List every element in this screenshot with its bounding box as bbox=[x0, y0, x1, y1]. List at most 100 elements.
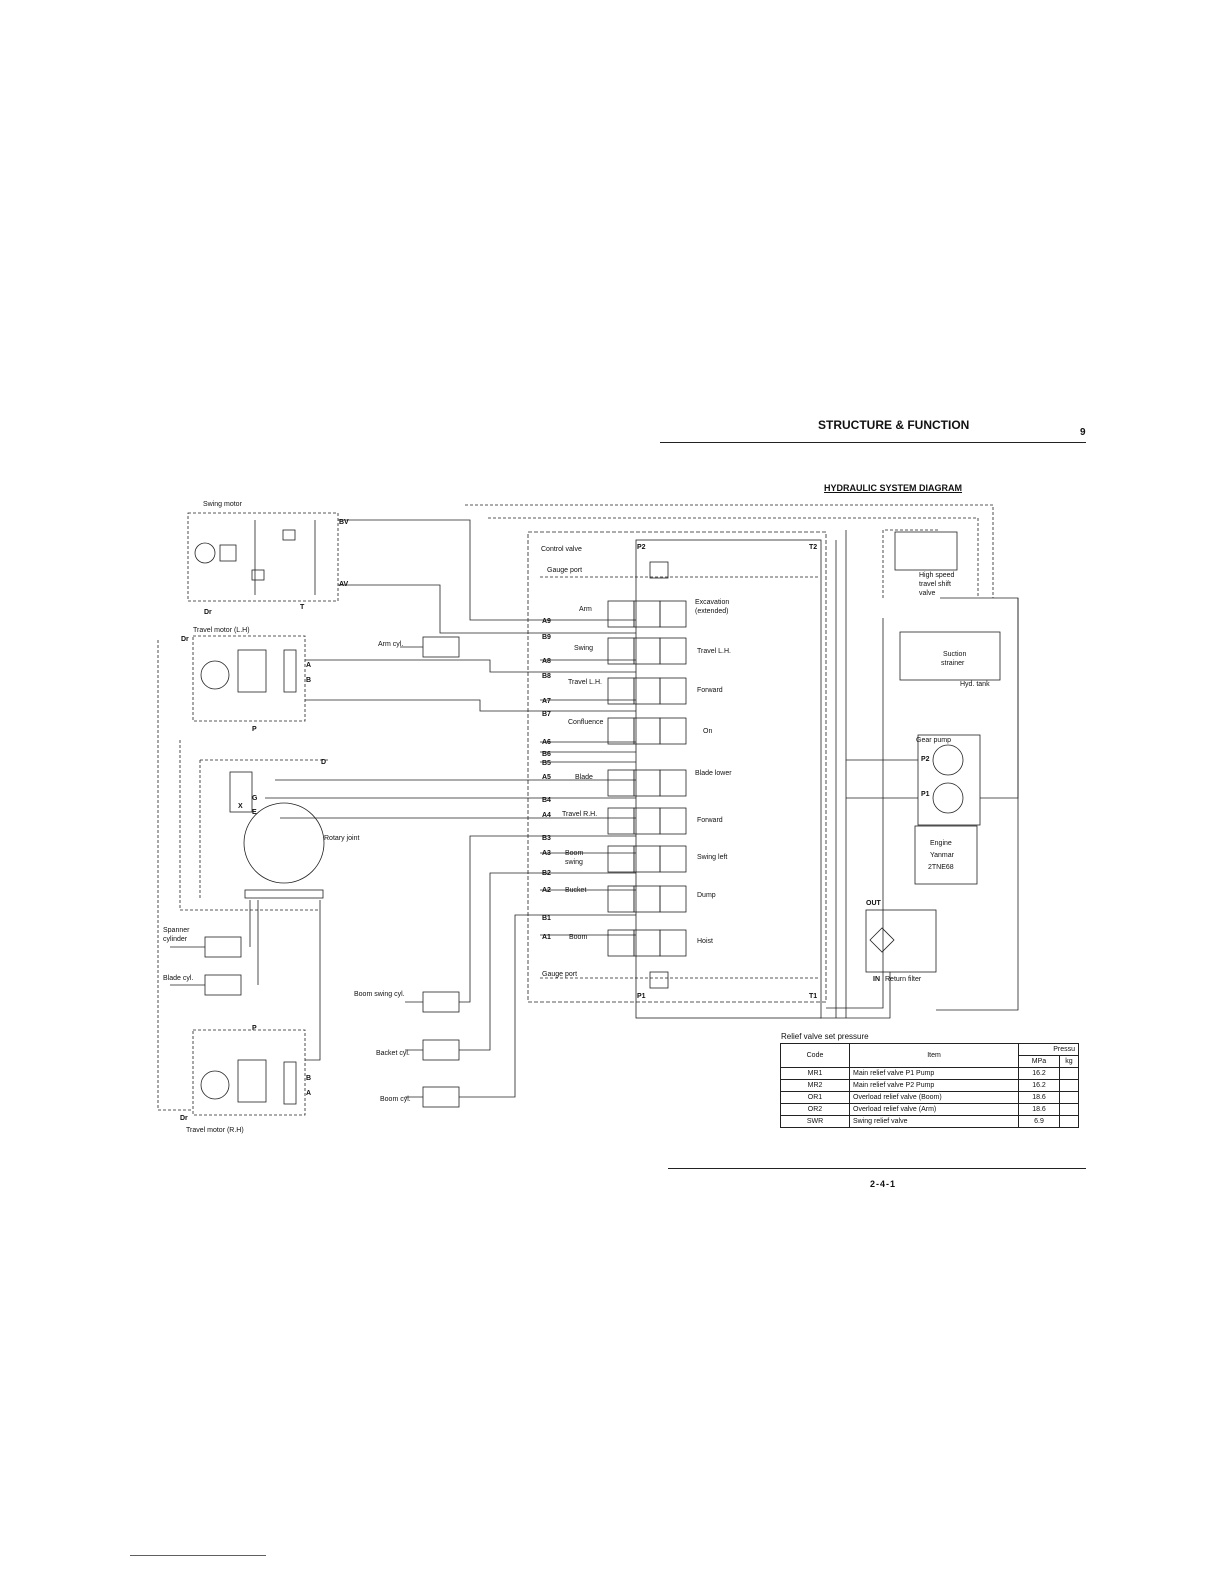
port-a3: A3 bbox=[542, 850, 551, 857]
label-swing-motor: Swing motor bbox=[203, 501, 243, 508]
spool-action-arm-2: (extended) bbox=[695, 608, 728, 615]
spool-label-arm: Arm bbox=[579, 606, 592, 613]
boom-swing-cyl-symbol bbox=[422, 991, 460, 1013]
port-x: X bbox=[238, 803, 243, 810]
cell-kg bbox=[1059, 1079, 1079, 1092]
port-t-swing: T bbox=[300, 604, 305, 611]
label-control-valve: Control valve bbox=[541, 546, 582, 553]
cell-kg bbox=[1059, 1103, 1079, 1116]
section-title: STRUCTURE & FUNCTION bbox=[818, 418, 970, 432]
port-b2: B2 bbox=[542, 870, 551, 877]
engine-box bbox=[914, 825, 978, 885]
spool-label-boom-swing-2: swing bbox=[565, 859, 583, 866]
cell-item: Overload relief valve (Boom) bbox=[849, 1091, 1019, 1104]
travel-rh-valve bbox=[237, 1059, 267, 1103]
port-a-rh: A bbox=[306, 1090, 311, 1097]
table-row: MR2 Main relief valve P2 Pump 16.2 bbox=[780, 1079, 1079, 1092]
page-number: 9 bbox=[1080, 427, 1086, 438]
label-gauge-port-bottom: Gauge port bbox=[542, 971, 577, 978]
col-mpa: MPa bbox=[1018, 1055, 1060, 1068]
cell-item: Main relief valve P2 Pump bbox=[849, 1079, 1019, 1092]
cell-mpa: 18.6 bbox=[1018, 1103, 1060, 1116]
label-hyd-tank: Hyd. tank bbox=[960, 681, 990, 688]
swing-brake-symbol bbox=[219, 544, 237, 562]
spool-action-boom: Hoist bbox=[697, 938, 713, 945]
label-engine-1: Engine bbox=[930, 840, 952, 847]
spool-action-boom-swing: Swing left bbox=[697, 854, 727, 861]
control-valve-body bbox=[635, 539, 822, 1019]
travel-lh-valve bbox=[237, 649, 267, 693]
port-a1: A1 bbox=[542, 934, 551, 941]
label-in: IN bbox=[873, 976, 880, 983]
cell-kg bbox=[1059, 1067, 1079, 1080]
cell-code: SWR bbox=[780, 1115, 850, 1128]
port-p-lh: P bbox=[252, 726, 257, 733]
spool-action-blade: Blade lower bbox=[695, 770, 732, 777]
cell-item: Main relief valve P1 Pump bbox=[849, 1067, 1019, 1080]
cell-code: MR2 bbox=[780, 1079, 850, 1092]
label-gauge-port-top: Gauge port bbox=[547, 567, 582, 574]
spool-label-bucket: Bucket bbox=[565, 887, 586, 894]
label-rotary-joint: Rotary joint bbox=[324, 835, 359, 842]
backet-cyl-symbol bbox=[422, 1039, 460, 1061]
cell-code: OR1 bbox=[780, 1091, 850, 1104]
arm-cyl-symbol bbox=[422, 636, 460, 658]
bottom-link-underline[interactable] bbox=[130, 1555, 266, 1556]
spool-action-swing: Travel L.H. bbox=[697, 648, 731, 655]
spool-label-blade: Blade bbox=[575, 774, 593, 781]
rotary-joint-ports bbox=[244, 889, 324, 899]
port-t2: T2 bbox=[809, 544, 817, 551]
port-e: E bbox=[252, 809, 257, 816]
label-boom-cyl: Boom cyl. bbox=[380, 1096, 411, 1103]
port-p2: P2 bbox=[637, 544, 646, 551]
spanner-cylinder-symbol bbox=[204, 936, 242, 958]
port-d: D bbox=[321, 759, 326, 766]
col-kg: kg bbox=[1059, 1055, 1079, 1068]
table-row: MR1 Main relief valve P1 Pump 16.2 bbox=[780, 1067, 1079, 1080]
label-blade-cyl: Blade cyl. bbox=[163, 975, 193, 982]
label-return-filter: Return filter bbox=[885, 976, 922, 983]
port-a5: A5 bbox=[542, 774, 551, 781]
swing-motor-symbol bbox=[194, 542, 216, 564]
spool-label-confluence: Confluence bbox=[568, 719, 604, 726]
port-p-rh: P bbox=[252, 1025, 257, 1032]
label-high-speed-1: High speed bbox=[919, 572, 955, 579]
port-pump-p2: P2 bbox=[921, 756, 930, 763]
high-speed-valve-box bbox=[894, 531, 958, 571]
travel-motor-lh-symbol bbox=[200, 660, 230, 690]
pump-p1-symbol bbox=[932, 782, 964, 814]
port-b3: B3 bbox=[542, 835, 551, 842]
spool-action-travel-lh: Forward bbox=[697, 687, 723, 694]
col-pressure: Pressu bbox=[1018, 1043, 1079, 1056]
label-suction-1: Suction bbox=[943, 651, 966, 658]
footer-page-ref: 2-4-1 bbox=[870, 1179, 897, 1189]
control-valve-block bbox=[527, 531, 827, 1003]
port-a-lh: A bbox=[306, 662, 311, 669]
port-a2: A2 bbox=[542, 887, 551, 894]
port-a6: A6 bbox=[542, 739, 551, 746]
relief-valve-table: Code Item Pressu MPa kg MR1 Main relief … bbox=[780, 1043, 1079, 1128]
gear-pump-box bbox=[917, 734, 981, 826]
label-arm-cyl: Arm cyl. bbox=[378, 641, 403, 648]
port-b4: B4 bbox=[542, 797, 551, 804]
table-row: OR2 Overload relief valve (Arm) 18.6 bbox=[780, 1103, 1079, 1116]
spool-label-boom-swing-1: Boom bbox=[565, 850, 583, 857]
label-backet-cyl: Backet cyl. bbox=[376, 1050, 410, 1057]
port-pump-p1: P1 bbox=[921, 791, 930, 798]
port-b-lh: B bbox=[306, 677, 311, 684]
label-spanner-1: Spanner bbox=[163, 927, 190, 934]
spool-label-swing: Swing bbox=[574, 645, 593, 652]
port-b5: B5 bbox=[542, 760, 551, 767]
blade-cyl-symbol bbox=[204, 974, 242, 996]
port-b8: B8 bbox=[542, 673, 551, 680]
spool-label-boom: Boom bbox=[569, 934, 587, 941]
cell-mpa: 18.6 bbox=[1018, 1091, 1060, 1104]
spool-action-confluence: On bbox=[703, 728, 712, 735]
cell-kg bbox=[1059, 1091, 1079, 1104]
port-av: AV bbox=[339, 581, 349, 588]
port-g: G bbox=[252, 795, 258, 802]
port-p1: P1 bbox=[637, 993, 646, 1000]
return-filter-box bbox=[865, 909, 937, 973]
diagram-title: HYDRAULIC SYSTEM DIAGRAM bbox=[824, 483, 963, 493]
